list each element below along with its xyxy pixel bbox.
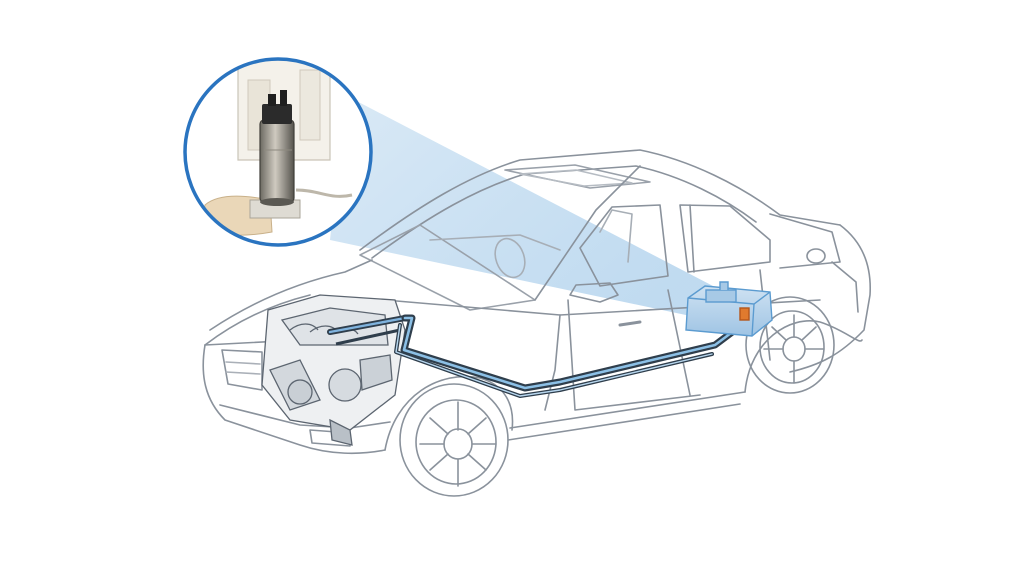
fuel-pump [259,90,295,206]
fuel-tank [685,281,773,337]
callout-beam [330,95,740,318]
car-body [202,149,871,497]
engine [261,294,406,446]
rear-wheel [745,296,835,394]
fuel-pump-callout [183,57,373,247]
front-wheel [399,383,509,497]
fuel-rail [327,315,408,346]
fuel-filter [739,307,750,321]
fuel-line [394,314,739,398]
